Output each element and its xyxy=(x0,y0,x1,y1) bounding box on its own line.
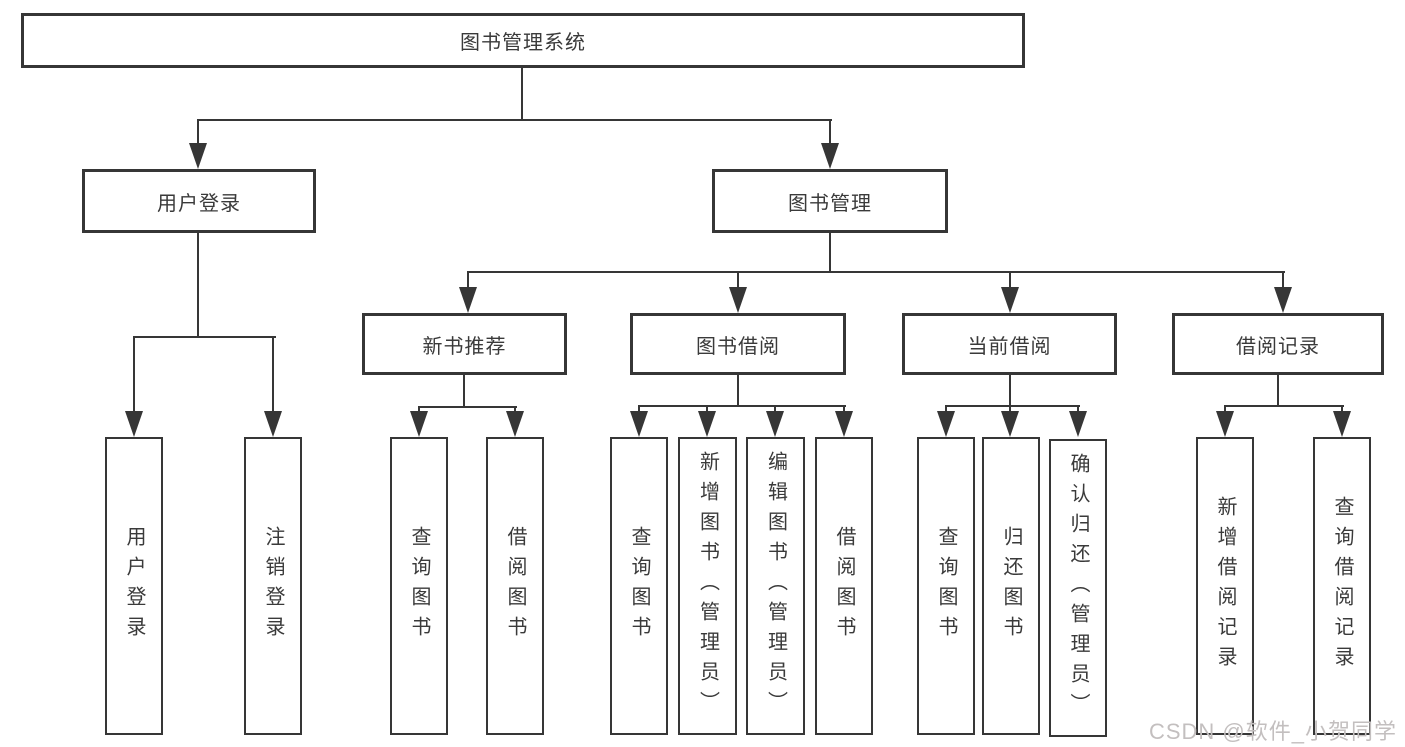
connector-vline xyxy=(737,271,739,289)
connector-vline xyxy=(197,233,199,338)
down-arrowhead xyxy=(1001,411,1019,437)
connector-vline xyxy=(197,119,199,145)
connector-vline xyxy=(638,405,640,413)
down-arrowhead xyxy=(766,411,784,437)
down-arrowhead xyxy=(729,287,747,313)
leaf-query-books-borrow: 查询图书 xyxy=(610,437,668,735)
node-current-borrow: 当前借阅 xyxy=(902,313,1117,375)
node-user-login: 用户登录 xyxy=(82,169,316,233)
connector-vline xyxy=(1009,375,1011,407)
leaf-add-books-admin: 新增图书（管理员） xyxy=(678,437,737,735)
connector-vline xyxy=(1077,405,1079,413)
node-book-borrow: 图书借阅 xyxy=(630,313,846,375)
down-arrowhead xyxy=(459,287,477,313)
connector-hline xyxy=(945,405,1080,407)
connector-hline xyxy=(467,271,1285,273)
leaf-return-books: 归还图书 xyxy=(982,437,1040,735)
connector-vline xyxy=(1224,405,1226,413)
connector-vline xyxy=(1277,375,1279,407)
down-arrowhead xyxy=(1216,411,1234,437)
leaf-logout: 注销登录 xyxy=(244,437,302,735)
down-arrowhead xyxy=(630,411,648,437)
leaf-borrow-books-borrow: 借阅图书 xyxy=(815,437,873,735)
down-arrowhead xyxy=(698,411,716,437)
leaf-borrow-books-recommend: 借阅图书 xyxy=(486,437,544,735)
connector-hline xyxy=(133,336,276,338)
node-borrow-records: 借阅记录 xyxy=(1172,313,1384,375)
down-arrowhead xyxy=(937,411,955,437)
connector-vline xyxy=(418,406,420,413)
node-book-management: 图书管理 xyxy=(712,169,948,233)
connector-vline xyxy=(843,405,845,413)
connector-vline xyxy=(1009,405,1011,413)
down-arrowhead xyxy=(1069,411,1087,437)
down-arrowhead xyxy=(264,411,282,437)
connector-vline xyxy=(133,336,135,413)
down-arrowhead xyxy=(1001,287,1019,313)
connector-vline xyxy=(706,405,708,413)
leaf-add-borrow-record: 新增借阅记录 xyxy=(1196,437,1254,735)
connector-vline xyxy=(463,375,465,408)
csdn-watermark: CSDN @软件_小贺同学 xyxy=(1148,719,1397,744)
down-arrowhead xyxy=(125,411,143,437)
down-arrowhead xyxy=(1274,287,1292,313)
connector-hline xyxy=(638,405,846,407)
connector-vline xyxy=(737,375,739,407)
connector-vline xyxy=(829,119,831,145)
down-arrowhead xyxy=(410,411,428,437)
down-arrowhead xyxy=(506,411,524,437)
connector-vline xyxy=(774,405,776,413)
connector-vline xyxy=(945,405,947,413)
connector-vline xyxy=(467,271,469,289)
leaf-confirm-return-admin: 确认归还（管理员） xyxy=(1049,439,1107,737)
connector-hline xyxy=(1224,405,1344,407)
leaf-edit-books-admin: 编辑图书（管理员） xyxy=(746,437,805,735)
leaf-user-login: 用户登录 xyxy=(105,437,163,735)
connector-vline xyxy=(1341,405,1343,413)
connector-vline xyxy=(272,336,274,413)
connector-vline xyxy=(829,233,831,273)
connector-vline xyxy=(1282,271,1284,289)
connector-vline xyxy=(521,68,523,121)
connector-hline xyxy=(197,119,832,121)
node-new-book-recommend: 新书推荐 xyxy=(362,313,567,375)
connector-vline xyxy=(1009,271,1011,289)
down-arrowhead xyxy=(189,143,207,169)
down-arrowhead xyxy=(821,143,839,169)
down-arrowhead xyxy=(1333,411,1351,437)
leaf-query-books-current: 查询图书 xyxy=(917,437,975,735)
root-box: 图书管理系统 xyxy=(21,13,1025,68)
leaf-query-borrow-record: 查询借阅记录 xyxy=(1313,437,1371,735)
leaf-query-books-recommend: 查询图书 xyxy=(390,437,448,735)
connector-hline xyxy=(418,406,517,408)
connector-vline xyxy=(514,406,516,413)
down-arrowhead xyxy=(835,411,853,437)
